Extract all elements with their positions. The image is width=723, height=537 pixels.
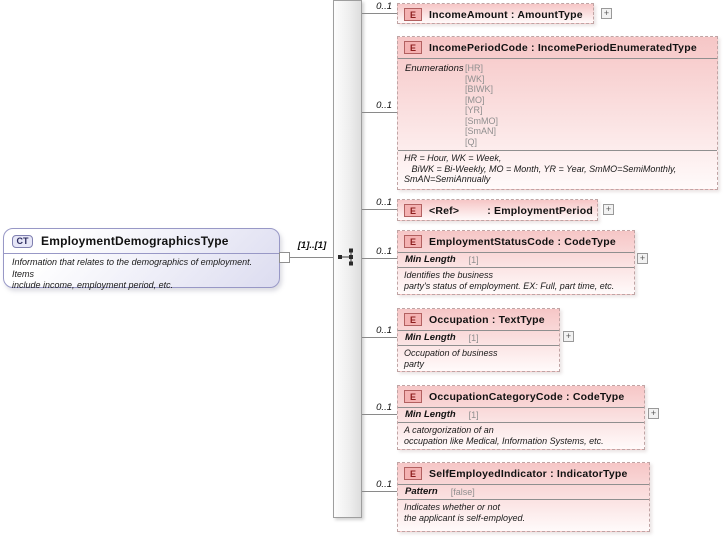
branch-line bbox=[362, 337, 397, 338]
occurrence-label: 0..1 bbox=[376, 402, 392, 413]
element-badge: E bbox=[404, 8, 422, 21]
element-annotation: Indicates whether or not the applicant i… bbox=[404, 502, 526, 523]
facet-label: Min Length bbox=[405, 254, 456, 265]
branch-line bbox=[362, 112, 397, 113]
facet-label: Enumerations bbox=[405, 63, 464, 74]
element-header: E SelfEmployedIndicator : IndicatorType bbox=[398, 463, 649, 485]
element-header: E <Ref> : EmploymentPeriod bbox=[398, 200, 597, 220]
element-header: E OccupationCategoryCode : CodeType bbox=[398, 386, 644, 408]
element-title: EmploymentStatusCode : CodeType bbox=[429, 235, 616, 248]
element-badge: E bbox=[404, 235, 422, 248]
complex-type-title: EmploymentDemographicsType bbox=[41, 234, 229, 248]
element-annotation: Identifies the business party's status o… bbox=[404, 270, 615, 291]
occurrence-label: 0..1 bbox=[376, 479, 392, 490]
element-title: IncomePeriodCode : IncomePeriodEnumerate… bbox=[429, 41, 697, 54]
occurrence-label: 0..1 bbox=[376, 1, 392, 12]
complex-type-box-employment-demographics[interactable]: CT EmploymentDemographicsType Informatio… bbox=[3, 228, 280, 290]
element-box-employment-period-ref[interactable]: E <Ref> : EmploymentPeriod bbox=[397, 199, 598, 221]
occurrence-label: 0..1 bbox=[376, 100, 392, 111]
collapse-handle[interactable] bbox=[279, 252, 290, 263]
facet-value: [1] bbox=[468, 332, 479, 343]
element-badge: E bbox=[404, 390, 422, 403]
expand-button[interactable]: + bbox=[637, 253, 648, 264]
cardinality-label: [1]..[1] bbox=[297, 240, 327, 251]
branch-line bbox=[362, 13, 397, 14]
expand-button[interactable]: + bbox=[601, 8, 612, 19]
occurrence-label: 0..1 bbox=[376, 325, 392, 336]
element-box-employment-status-code[interactable]: E EmploymentStatusCode : CodeType Min Le… bbox=[397, 230, 635, 295]
element-box-occupation[interactable]: E Occupation : TextType Min Length [1] O… bbox=[397, 308, 560, 372]
complex-type-badge: CT bbox=[12, 234, 33, 248]
facet-row: Min Length [1] bbox=[398, 331, 559, 346]
branch-line bbox=[362, 414, 397, 415]
expand-button[interactable]: + bbox=[603, 204, 614, 215]
branch-line bbox=[362, 258, 397, 259]
expand-button[interactable]: + bbox=[563, 331, 574, 342]
element-badge: E bbox=[404, 467, 422, 480]
element-header: E IncomePeriodCode : IncomePeriodEnumera… bbox=[398, 37, 717, 59]
facet-value: [1] bbox=[468, 254, 479, 265]
enumeration-section: Enumerations [HR] [WK] [BIWK] [MO] [YR] … bbox=[398, 59, 717, 151]
element-header: E Occupation : TextType bbox=[398, 309, 559, 331]
element-box-income-amount[interactable]: E IncomeAmount : AmountType bbox=[397, 3, 594, 24]
element-annotation: HR = Hour, WK = Week, BiWK = Bi-Weekly, … bbox=[404, 153, 677, 184]
facet-row: Min Length [1] bbox=[398, 408, 644, 423]
facet-label: Min Length bbox=[405, 409, 456, 420]
element-header: E IncomeAmount : AmountType bbox=[398, 4, 593, 23]
element-badge: E bbox=[404, 41, 422, 54]
occurrence-label: 0..1 bbox=[376, 246, 392, 257]
element-header: E EmploymentStatusCode : CodeType bbox=[398, 231, 634, 253]
branch-line bbox=[362, 491, 397, 492]
complex-type-annotation: Information that relates to the demograp… bbox=[4, 253, 279, 295]
element-annotation: Occupation of business party bbox=[404, 348, 498, 369]
element-box-self-employed-indicator[interactable]: E SelfEmployedIndicator : IndicatorType … bbox=[397, 462, 650, 532]
occurrence-label: 0..1 bbox=[376, 197, 392, 208]
element-badge: E bbox=[404, 313, 422, 326]
element-title: IncomeAmount : AmountType bbox=[429, 8, 583, 21]
branch-line bbox=[362, 209, 397, 210]
enumeration-values: [HR] [WK] [BIWK] [MO] [YR] [SmMO] [SmAN]… bbox=[465, 63, 498, 147]
element-title: OccupationCategoryCode : CodeType bbox=[429, 390, 625, 403]
root-connector-line bbox=[290, 257, 333, 258]
complex-type-header: CT EmploymentDemographicsType bbox=[4, 229, 279, 251]
element-title: <Ref> : EmploymentPeriod bbox=[429, 204, 593, 217]
facet-label: Pattern bbox=[405, 486, 438, 497]
element-annotation: A catorgorization of an occupation like … bbox=[404, 425, 604, 446]
element-box-income-period-code[interactable]: E IncomePeriodCode : IncomePeriodEnumera… bbox=[397, 36, 718, 190]
facet-row: Min Length [1] bbox=[398, 253, 634, 268]
facet-label: Min Length bbox=[405, 332, 456, 343]
expand-button[interactable]: + bbox=[648, 408, 659, 419]
facet-value: [false] bbox=[450, 486, 475, 497]
sequence-compositor-bar bbox=[333, 0, 362, 518]
element-title: Occupation : TextType bbox=[429, 313, 545, 326]
element-title: SelfEmployedIndicator : IndicatorType bbox=[429, 467, 628, 480]
sequence-icon[interactable] bbox=[336, 246, 359, 268]
element-badge: E bbox=[404, 204, 422, 217]
facet-row: Pattern [false] bbox=[398, 485, 649, 500]
element-box-occupation-category-code[interactable]: E OccupationCategoryCode : CodeType Min … bbox=[397, 385, 645, 450]
facet-value: [1] bbox=[468, 409, 479, 420]
